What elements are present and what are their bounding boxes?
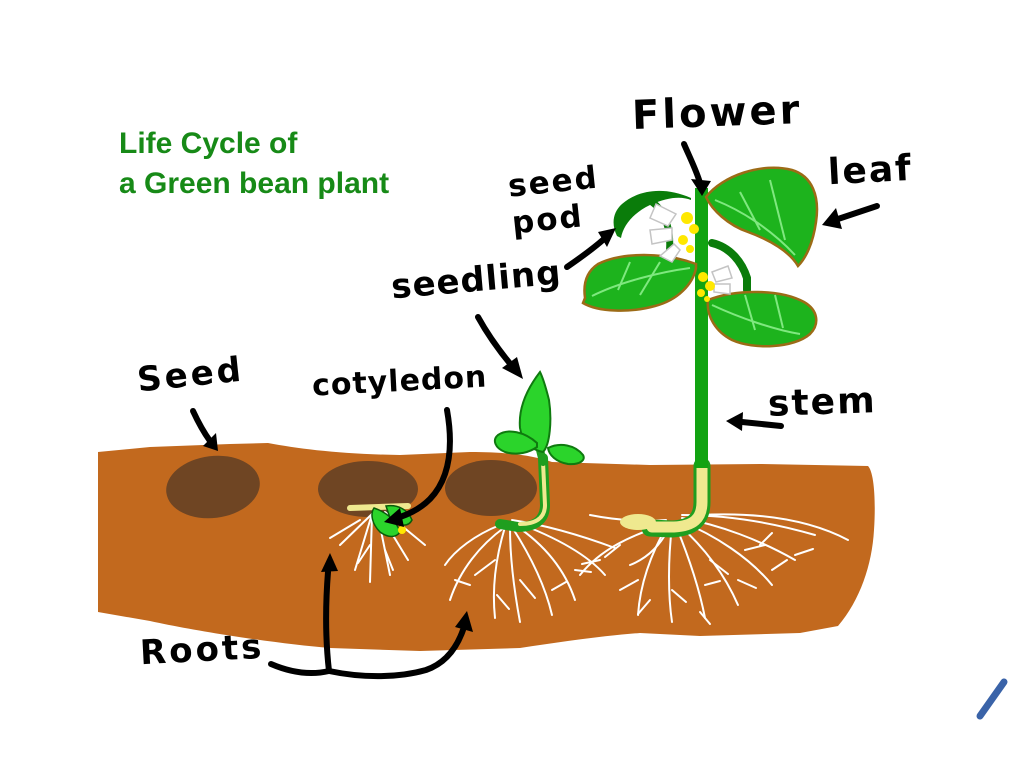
flower-cluster-upper xyxy=(649,202,699,263)
seed-1 xyxy=(166,455,260,519)
soil-band xyxy=(98,443,875,651)
seed-3 xyxy=(445,460,537,516)
seed-2 xyxy=(318,461,418,517)
leaf-mid-left xyxy=(581,253,698,312)
leaf-top-right xyxy=(704,166,819,269)
title-line-2: a Green bean plant xyxy=(119,167,390,200)
cotyledon-arrow xyxy=(397,407,453,520)
label-roots: Roots xyxy=(139,626,266,674)
title-line-1: Life Cycle of xyxy=(119,127,298,160)
arrowheads xyxy=(203,179,842,632)
roots-arrow-line xyxy=(268,661,332,676)
leaf-arrow xyxy=(835,203,880,222)
diagram-title: Life Cycle of a Green bean plant xyxy=(119,124,389,204)
stem-shape xyxy=(695,188,708,468)
label-seed-pod: seed pod xyxy=(506,159,604,242)
seed-pod-arrow xyxy=(564,236,607,270)
mature-plant xyxy=(581,166,819,538)
label-flower: Flower xyxy=(631,87,804,139)
seed-arrow xyxy=(190,408,213,444)
flower-cluster-lower xyxy=(697,265,733,302)
blue-pen-stroke xyxy=(976,678,1008,720)
roots-arrow-right xyxy=(326,627,466,680)
seed-pod-shape xyxy=(613,190,691,238)
leaf-bottom-right xyxy=(706,290,818,348)
roots-arrow-up xyxy=(323,569,332,674)
label-stem: stem xyxy=(767,380,878,425)
seedling-plant xyxy=(493,370,585,533)
flower-arrow xyxy=(681,141,703,186)
stem-arrow xyxy=(739,419,784,429)
label-leaf: leaf xyxy=(826,147,914,194)
